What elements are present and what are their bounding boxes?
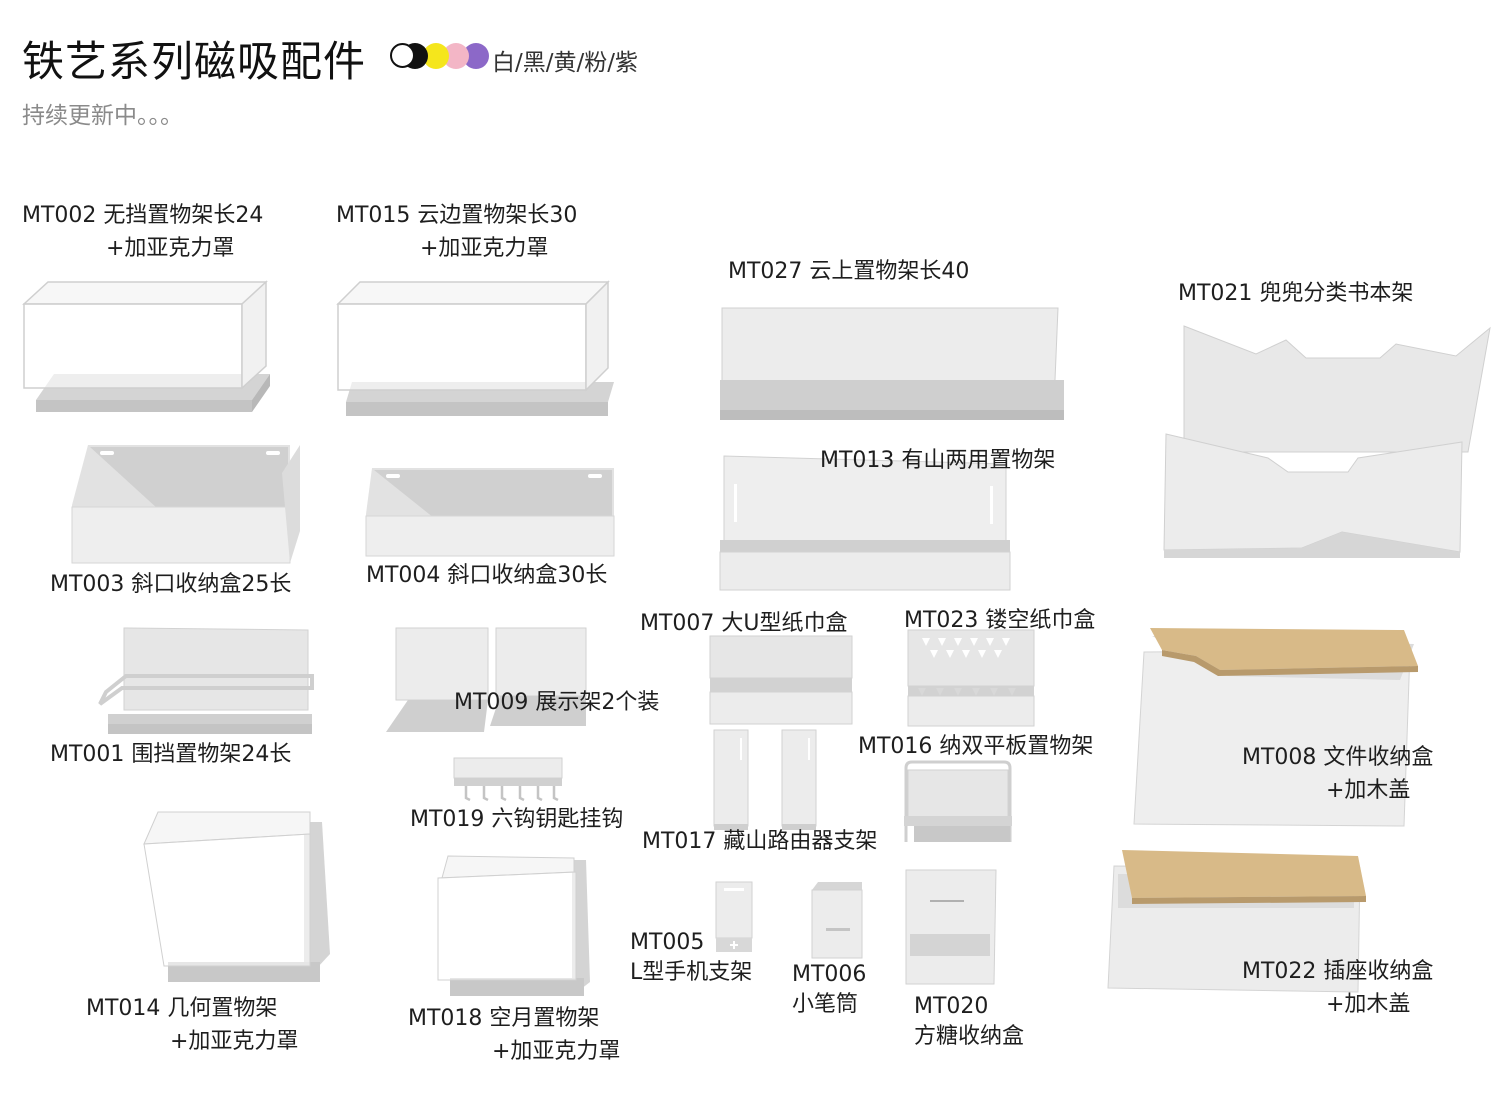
product-label-mt002-extra: +加亚克力罩 bbox=[106, 236, 235, 261]
product-label-mt013-name: MT013 有山两用置物架 bbox=[820, 448, 1056, 473]
product-label-mt015-name: MT015 云边置物架长30 bbox=[336, 203, 578, 228]
page-title: 铁艺系列磁吸配件 bbox=[22, 37, 367, 86]
product-label-mt018: MT018 空月置物架 +加亚克力罩 bbox=[408, 1002, 620, 1068]
product-label-mt013: MT013 有山两用置物架 bbox=[820, 444, 1055, 477]
product-image-mt016 bbox=[900, 756, 1016, 846]
product-label-mt005: MT005 L型手机支架 bbox=[630, 928, 752, 988]
product-image-mt021 bbox=[1156, 322, 1496, 558]
product-image-mt007 bbox=[706, 634, 856, 728]
product-label-mt008-name: MT008 文件收纳盒 bbox=[1242, 745, 1434, 770]
product-label-mt020-name: MT020 bbox=[914, 994, 989, 1019]
product-image-mt015 bbox=[334, 278, 620, 420]
product-label-mt006-extra: 小笔筒 bbox=[792, 992, 859, 1017]
product-label-mt009-name: MT009 展示架2个装 bbox=[454, 690, 660, 715]
product-label-mt023-name: MT023 镂空纸巾盒 bbox=[904, 608, 1096, 633]
product-label-mt018-name: MT018 空月置物架 bbox=[408, 1006, 600, 1031]
product-label-mt005-name: MT005 bbox=[630, 930, 705, 955]
product-label-mt005-extra: L型手机支架 bbox=[630, 960, 753, 985]
product-label-mt001: MT001 围挡置物架24长 bbox=[50, 738, 291, 771]
product-label-mt003-name: MT003 斜口收纳盒25长 bbox=[50, 572, 292, 597]
product-label-mt001-name: MT001 围挡置物架24长 bbox=[50, 742, 292, 767]
product-label-mt027: MT027 云上置物架长40 bbox=[728, 255, 969, 288]
product-label-mt008: MT008 文件收纳盒 +加木盖 bbox=[1242, 741, 1433, 807]
product-label-mt022-extra: +加木盖 bbox=[1326, 992, 1411, 1017]
product-label-mt006-name: MT006 bbox=[792, 962, 867, 987]
product-label-mt002-name: MT002 无挡置物架长24 bbox=[22, 203, 264, 228]
product-image-mt017 bbox=[710, 728, 820, 832]
product-label-mt018-extra: +加亚克力罩 bbox=[492, 1039, 621, 1064]
product-label-mt008-extra: +加木盖 bbox=[1326, 778, 1411, 803]
product-label-mt017: MT017 藏山路由器支架 bbox=[642, 825, 877, 858]
product-image-mt023 bbox=[904, 626, 1038, 730]
product-label-mt019: MT019 六钩钥匙挂钩 bbox=[410, 803, 623, 836]
product-label-mt022: MT022 插座收纳盒 +加木盖 bbox=[1242, 955, 1433, 1021]
product-label-mt003: MT003 斜口收纳盒25长 bbox=[50, 568, 291, 601]
product-label-mt009: MT009 展示架2个装 bbox=[454, 686, 659, 719]
product-label-mt015-extra: +加亚克力罩 bbox=[420, 236, 549, 261]
product-image-mt027 bbox=[716, 306, 1068, 424]
product-image-mt013 bbox=[718, 454, 1014, 594]
product-label-mt014-extra: +加亚克力罩 bbox=[170, 1029, 299, 1054]
product-image-mt005 bbox=[712, 880, 756, 956]
product-image-mt004 bbox=[364, 466, 620, 560]
product-image-mt006 bbox=[808, 878, 868, 962]
product-label-mt021: MT021 兜兜分类书本架 bbox=[1178, 277, 1413, 310]
product-image-mt019 bbox=[450, 756, 566, 804]
color-options-text: 白/黑/黄/粉/紫 bbox=[492, 50, 638, 76]
product-image-mt009 bbox=[384, 626, 588, 736]
product-label-mt014-name: MT014 几何置物架 bbox=[86, 996, 278, 1021]
product-image-mt020 bbox=[902, 866, 1002, 988]
product-label-mt027-name: MT027 云上置物架长40 bbox=[728, 259, 970, 284]
product-label-mt020: MT020 方糖收纳盒 bbox=[914, 992, 1024, 1052]
product-image-mt018 bbox=[432, 852, 592, 1000]
product-image-mt002 bbox=[20, 278, 280, 418]
product-label-mt023: MT023 镂空纸巾盒 bbox=[904, 604, 1095, 637]
product-label-mt020-extra: 方糖收纳盒 bbox=[914, 1024, 1025, 1049]
product-label-mt002: MT002 无挡置物架长24 +加亚克力罩 bbox=[22, 199, 263, 265]
product-label-mt016-name: MT016 纳双平板置物架 bbox=[858, 734, 1094, 759]
product-image-mt003 bbox=[70, 443, 304, 567]
product-label-mt006: MT006 小笔筒 bbox=[792, 960, 866, 1020]
color-swatches bbox=[390, 43, 490, 71]
product-label-mt016: MT016 纳双平板置物架 bbox=[858, 730, 1093, 763]
product-image-mt022 bbox=[1104, 848, 1374, 996]
product-label-mt015: MT015 云边置物架长30 +加亚克力罩 bbox=[336, 199, 577, 265]
product-image-mt001 bbox=[98, 626, 320, 738]
product-label-mt022-name: MT022 插座收纳盒 bbox=[1242, 959, 1434, 984]
swatch-white bbox=[390, 43, 415, 68]
product-label-mt004: MT004 斜口收纳盒30长 bbox=[366, 559, 607, 592]
product-label-mt021-name: MT021 兜兜分类书本架 bbox=[1178, 281, 1414, 306]
product-label-mt014: MT014 几何置物架 +加亚克力罩 bbox=[86, 992, 298, 1058]
product-label-mt017-name: MT017 藏山路由器支架 bbox=[642, 829, 878, 854]
product-image-mt008 bbox=[1132, 626, 1420, 830]
product-label-mt019-name: MT019 六钩钥匙挂钩 bbox=[410, 807, 624, 832]
product-image-mt014 bbox=[140, 808, 330, 988]
product-label-mt004-name: MT004 斜口收纳盒30长 bbox=[366, 563, 608, 588]
product-label-mt007-name: MT007 大U型纸巾盒 bbox=[640, 611, 848, 636]
product-label-mt007: MT007 大U型纸巾盒 bbox=[640, 607, 848, 640]
page-subtitle: 持续更新中。。。 bbox=[22, 103, 183, 129]
